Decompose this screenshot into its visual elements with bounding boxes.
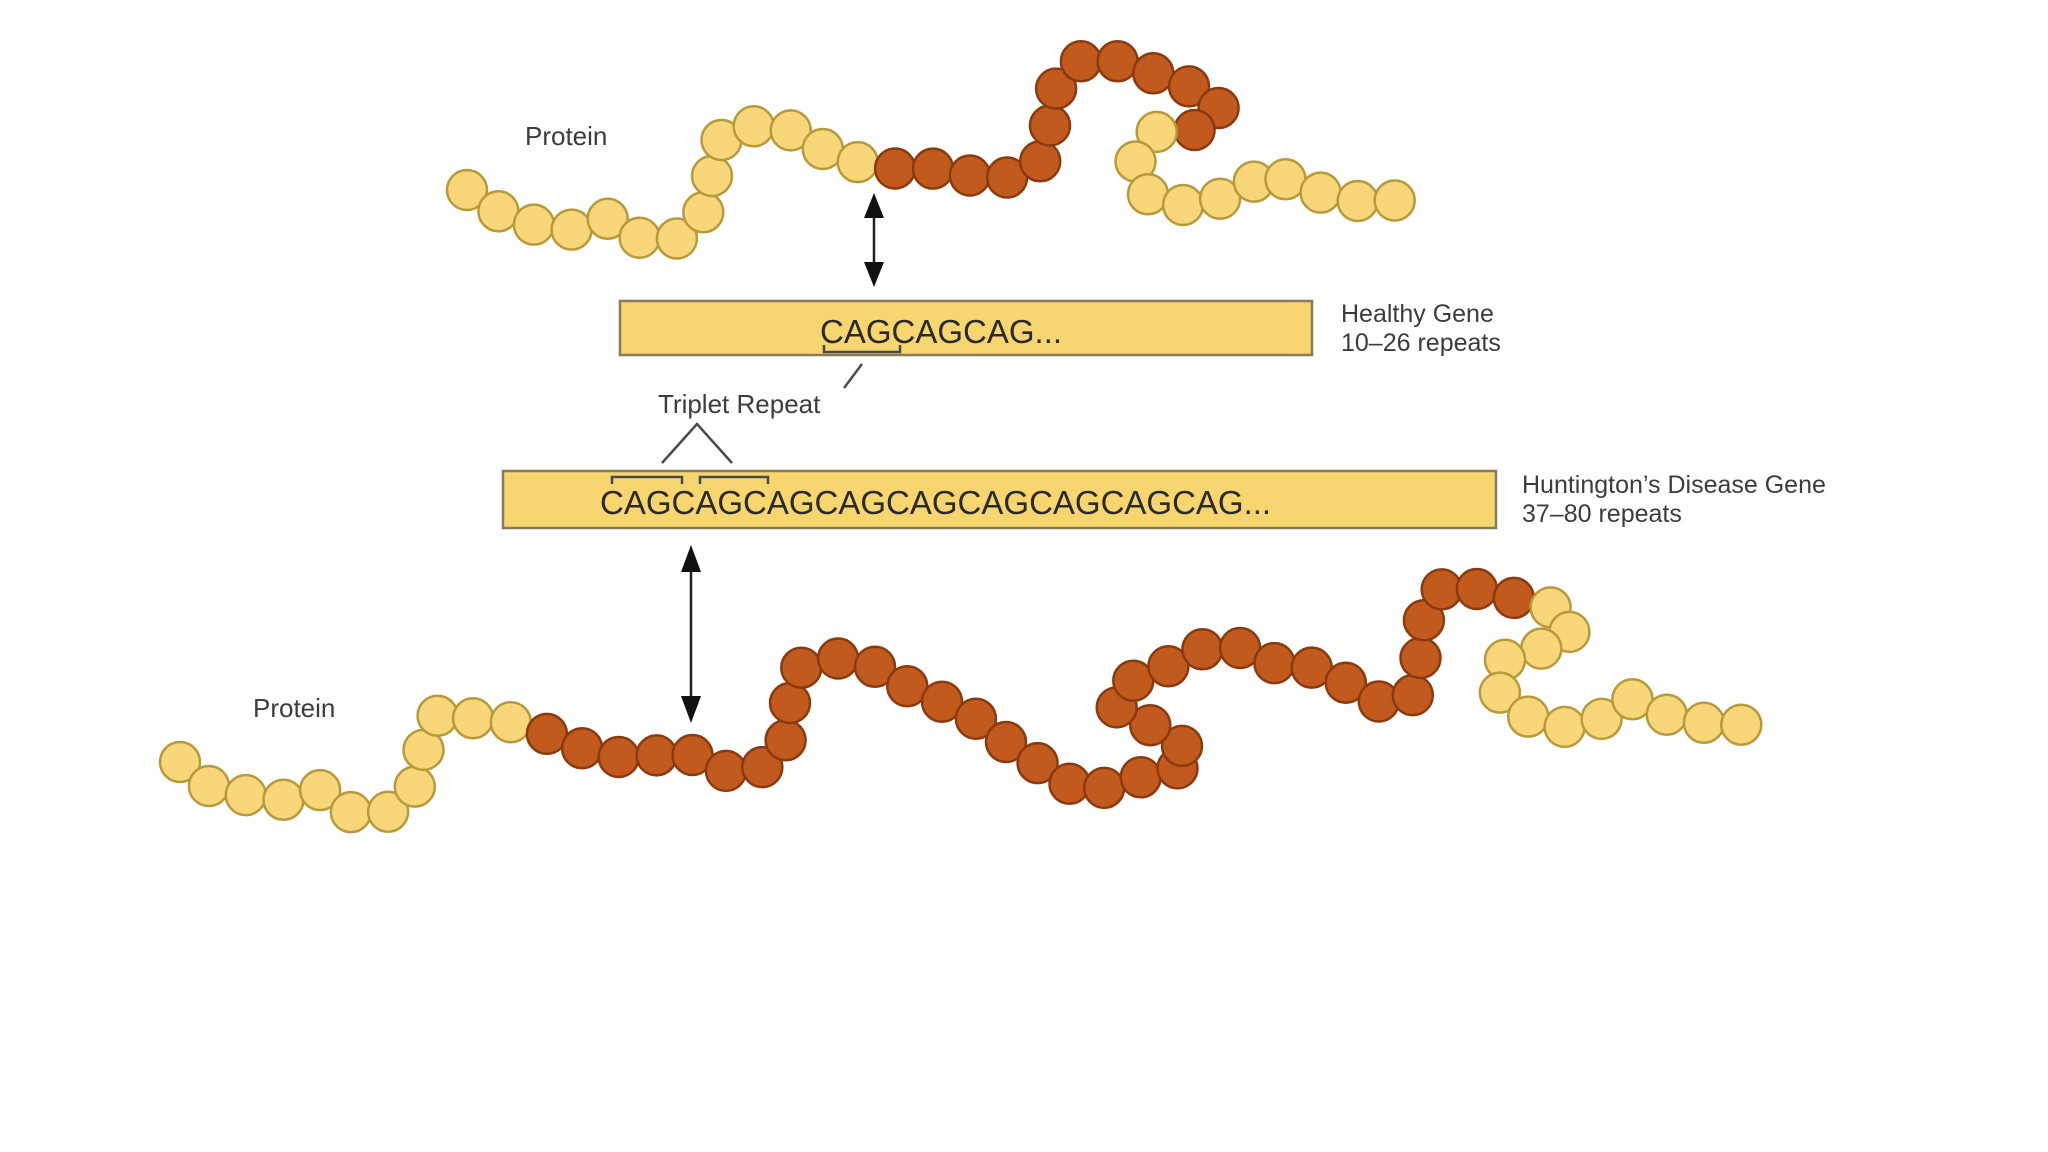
healthy-protein-polyglutamine-residue (873, 147, 917, 190)
disease-protein-polyglutamine-residue (741, 745, 784, 789)
disease-protein-polyglutamine-residue (780, 646, 823, 689)
healthy-protein-residue (477, 190, 520, 233)
disease-protein-polyglutamine-residue (768, 681, 812, 725)
healthy-protein-residue (1126, 173, 1170, 216)
hd-gene-repeats: 37–80 repeats (1522, 500, 1682, 528)
disease-protein-residue (1580, 697, 1623, 741)
healthy-protein-polyglutamine-residue (1132, 52, 1175, 95)
disease-protein-polyglutamine-residue (704, 749, 748, 793)
healthy-protein-residue (1198, 177, 1242, 220)
disease-protein-residue (1506, 695, 1550, 738)
disease-protein-residue (1520, 627, 1563, 670)
disease-protein-polyglutamine-residue (1324, 661, 1368, 704)
healthy-gene-title: Healthy Gene (1341, 300, 1494, 328)
healthy-protein-polyglutamine-residue (1028, 104, 1072, 147)
disease-protein-polyglutamine-residue (853, 645, 897, 689)
triplet-caret (661, 422, 733, 464)
disease-protein-residue (224, 773, 268, 817)
disease-protein-residue (416, 694, 459, 737)
healthy-protein-residue (732, 105, 775, 148)
healthy-protein-residue (690, 154, 734, 198)
disease-protein-polyglutamine-residue (1160, 724, 1204, 768)
disease-protein-polyglutamine-residue (1082, 766, 1126, 810)
healthy-protein-residue (1135, 110, 1178, 154)
healthy-protein-residue (618, 216, 661, 259)
triplet-pointer-line (843, 363, 863, 389)
disease-protein-residue (187, 764, 231, 808)
disease-protein-residue (298, 768, 342, 812)
healthy-protein-residue (550, 208, 593, 251)
disease-protein-polyglutamine-residue (1455, 567, 1499, 611)
healthy-protein-polyglutamine-residue (1167, 65, 1211, 108)
healthy-gene: CAGCAGCAG... (618, 299, 1314, 357)
disease-protein-polyglutamine-residue (920, 680, 964, 723)
disease-protein-residue (158, 740, 202, 784)
disease-protein-polyglutamine-residue (560, 726, 604, 770)
healthy-protein-polyglutamine-residue (1018, 140, 1062, 183)
disease-protein-polyglutamine-residue (984, 720, 1028, 764)
disease-protein-polyglutamine-residue (635, 734, 678, 777)
hd-gene-title: Huntington’s Disease Gene (1522, 471, 1826, 499)
disease-protein-residue (1645, 693, 1689, 736)
healthy-protein-chain (445, 40, 1416, 260)
disease-protein-chain (158, 567, 1763, 834)
healthy-translation-arrow (864, 193, 884, 287)
healthy-protein-polyglutamine-residue (948, 154, 992, 197)
disease-protein-residue (329, 790, 373, 834)
healthy-protein-residue (655, 217, 699, 260)
disease-protein-polyglutamine-residue (1119, 756, 1162, 799)
healthy-protein-residue (1161, 183, 1205, 227)
healthy-protein-residue (769, 109, 812, 152)
healthy-protein-residue (682, 191, 725, 234)
disease-protein-residue (489, 700, 533, 744)
protein-bottom-label: Protein (253, 693, 335, 723)
disease-protein-residue (1478, 671, 1522, 714)
disease-protein-residue (262, 778, 305, 822)
healthy-protein-residue (1336, 179, 1379, 223)
healthy-protein-residue (1373, 179, 1416, 222)
healthy-protein-residue (512, 203, 556, 246)
healthy-gene-sequence: CAGCAGCAG... (820, 313, 1062, 350)
healthy-gene-repeats: 10–26 repeats (1341, 329, 1501, 357)
disease-protein-polyglutamine-residue (954, 697, 998, 740)
disease-protein-residue (366, 790, 410, 834)
healthy-gene-box (618, 299, 1314, 357)
disease-protein-residue (393, 765, 437, 808)
disease-gene-box (501, 469, 1498, 530)
healthy-protein-polyglutamine-residue (1096, 40, 1139, 83)
protein-top-label: Protein (525, 121, 607, 151)
disease-protein-polyglutamine-residue (764, 719, 807, 762)
disease-protein-residue (1543, 705, 1586, 749)
disease-triplet-bracket-1 (610, 475, 684, 484)
healthy-protein-polyglutamine-residue (1034, 67, 1078, 110)
disease-protein-polyglutamine-residue (886, 664, 929, 708)
disease-protein-polyglutamine-residue (597, 735, 640, 779)
healthy-protein-polyglutamine-residue (911, 147, 955, 190)
healthy-protein-residue (586, 197, 629, 241)
healthy-protein-residue (445, 168, 489, 212)
disease-protein-polyglutamine-residue (1129, 703, 1172, 747)
disease-protein-residue (1682, 701, 1726, 745)
healthy-triplet-bracket (822, 345, 902, 354)
healthy-protein-polyglutamine-residue (1059, 40, 1103, 83)
disease-translation-arrow (681, 545, 701, 723)
disease-triplet-bracket-2 (698, 475, 770, 484)
disease-protein-polyglutamine-residue (1492, 576, 1536, 620)
disease-protein-residue (451, 697, 495, 740)
disease-protein-polyglutamine-residue (1391, 673, 1435, 717)
disease-protein-polyglutamine-residue (816, 637, 860, 680)
disease-protein-polyglutamine-residue (1016, 741, 1059, 785)
disease-protein-polyglutamine-residue (1399, 636, 1442, 680)
disease-gene: CAGCAGCAGCAGCAGCAGCAGCAGCAG... (501, 469, 1498, 530)
disease-protein-polyglutamine-residue (1181, 628, 1224, 671)
triplet-repeat-label: Triplet Repeat (658, 389, 821, 419)
healthy-protein-residue (1299, 171, 1342, 214)
disease-protein-residue (1720, 703, 1763, 746)
healthy-protein-polyglutamine-residue (1173, 108, 1216, 152)
disease-protein-polyglutamine-residue (1147, 645, 1190, 688)
healthy-protein-residue (836, 140, 879, 184)
disease-gene-sequence: CAGCAGCAGCAGCAGCAGCAGCAGCAG... (600, 484, 1271, 521)
disease-protein-polyglutamine-residue (1253, 641, 1296, 685)
